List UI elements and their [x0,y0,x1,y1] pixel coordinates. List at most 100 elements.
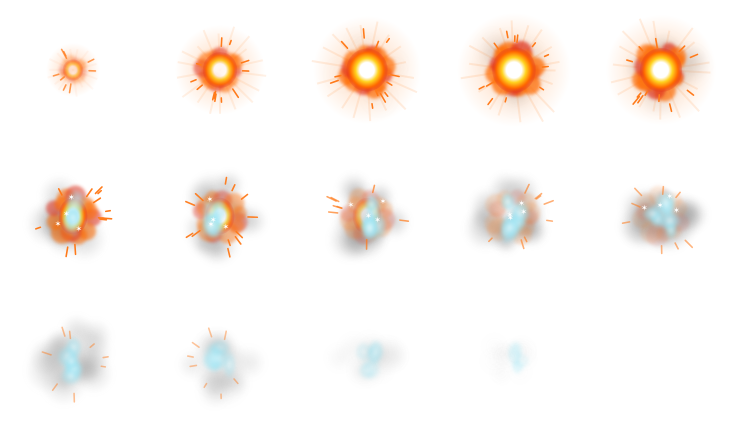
ember-spark [385,37,390,44]
ember-spark [336,205,343,209]
explosion-frame-12-graphic [177,327,266,409]
ember-spark [384,91,389,98]
ember-spark [632,95,641,105]
fireball-core [62,59,84,81]
ember-spark [520,239,525,250]
frost-core [366,340,385,366]
ember-spark [203,382,208,389]
explosion-frame-6-graphic: ✶✶✶✶ [25,175,113,261]
ember-spark [329,79,339,84]
ember-spark [661,185,665,196]
ember-spark [196,84,204,91]
ember-spark [51,383,58,392]
ember-spark [626,59,634,63]
ember-spark [487,97,494,106]
ember-spark [185,232,194,239]
ember-spark [223,330,228,341]
ember-spark [675,191,681,199]
ember-spark [227,239,231,247]
ember-spark [224,176,228,185]
ember-spark [488,237,493,243]
ember-spark [674,242,679,250]
frost-core [359,213,380,243]
explosion-frame-2 [147,0,294,146]
smoke-puff [324,342,355,374]
fireball-core [202,52,238,88]
ember-spark [524,183,530,194]
ember-spark [62,84,67,91]
snowflake-sparkle-icon: ✶ [75,225,82,234]
explosion-frame-8: ✶✶✶✶ [294,146,441,292]
ember-spark [399,219,410,222]
snowflake-sparkle-icon: ✶ [223,222,230,231]
frost-core [357,360,377,381]
explosion-frame-5-graphic [605,14,717,126]
ember-spark [190,78,197,83]
frost-core [500,214,520,242]
ember-spark [89,343,95,349]
snowflake-sparkle-icon: ✶ [641,204,648,213]
ember-spark [371,102,374,109]
frost-core [59,365,83,386]
snowflake-sparkle-icon: ✶ [518,199,525,208]
ember-spark [185,200,196,207]
ember-spark [97,189,102,195]
ember-spark [57,188,63,196]
explosion-frame-6: ✶✶✶✶ [0,146,147,292]
explosion-frame-13 [294,292,441,438]
ember-spark [386,81,393,86]
ember-spark [374,89,379,97]
ember-spark [543,53,550,58]
snowflake-sparkle-icon: ✶ [507,213,514,222]
frost-core [364,193,379,215]
ember-spark [684,239,694,249]
snowflake-sparkle-icon: ✶ [68,193,75,202]
ember-spark [101,217,113,220]
fireball-core [346,48,388,92]
ember-spark [94,186,103,195]
ember-spark [104,209,112,213]
ember-spark [211,91,216,101]
explosion-frame-10: ✶✶✶✶ [588,146,735,292]
ember-spark [233,378,239,385]
ember-spark [330,196,340,203]
snowflake-sparkle-icon: ✶ [210,215,217,224]
frost-core [658,210,682,232]
ember-spark [231,88,240,99]
frost-core [506,344,523,368]
explosion-frame-5 [588,0,735,146]
ember-spark [85,188,93,198]
ember-spark [534,192,543,200]
ember-spark [478,85,485,90]
explosion-frame-8-graphic: ✶✶✶✶ [326,172,411,262]
explosion-frame-10-graphic: ✶✶✶✶ [617,185,709,255]
frost-core [201,197,222,225]
ember-spark [546,219,554,222]
ember-spark [543,199,554,205]
explosion-frame-9: ✶✶✶✶ [441,146,588,292]
explosion-frame-4 [441,0,588,146]
ember-spark [340,40,349,50]
fireball-core [639,47,683,93]
snowflake-sparkle-icon: ✶ [380,197,387,206]
frost-core [499,191,516,212]
ember-spark [644,90,649,96]
snowflake-sparkle-icon: ✶ [63,209,70,218]
explosion-frame-7: ✶✶✶✶ [147,146,294,292]
snowflake-sparkle-icon: ✶ [207,195,214,204]
ember-spark [388,73,400,78]
explosion-frame-14-graphic [477,330,540,387]
ember-spark [207,327,213,338]
ember-spark [678,45,686,53]
snowflake-sparkle-icon: ✶ [506,211,513,220]
ember-spark [326,195,337,202]
snowflake-sparkle-icon: ✶ [374,215,381,224]
ember-spark [379,92,387,103]
ember-spark [516,34,519,44]
ember-spark [235,230,244,239]
ember-spark [638,46,644,52]
ember-spark [213,90,217,99]
explosion-frame-3-graphic [311,16,421,124]
ember-spark [240,59,250,64]
ember-spark [539,86,545,91]
